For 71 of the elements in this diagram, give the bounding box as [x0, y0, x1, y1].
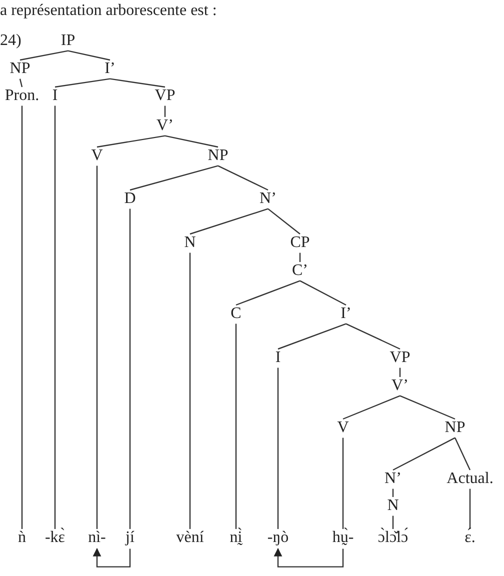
- morpheme-label: nì-: [88, 530, 106, 547]
- category-label: VP: [154, 88, 176, 105]
- tree-branch: [346, 323, 400, 350]
- tree-branch: [268, 208, 300, 234]
- category-label: N: [184, 235, 196, 252]
- morpheme-label: -kɛ̀: [44, 530, 66, 547]
- category-label: I: [52, 88, 58, 105]
- category-label: CP: [290, 235, 310, 252]
- category-label: C: [230, 306, 242, 323]
- category-label: IP: [60, 33, 76, 50]
- tree-branch: [299, 252, 301, 262]
- tree-branch: [130, 165, 218, 191]
- tree-branch: [164, 106, 166, 117]
- tree-branch: [236, 280, 300, 306]
- movement-arrow: [274, 548, 344, 568]
- intro-text: a représentation arborescente est :: [0, 3, 217, 19]
- tree-branch: [96, 166, 98, 529]
- category-label: I’: [104, 61, 116, 78]
- category-label: NP: [208, 148, 228, 165]
- tree-branch: [392, 488, 394, 497]
- tree-branch: [235, 324, 237, 529]
- category-label: V: [337, 420, 349, 437]
- tree-branch: [54, 78, 110, 88]
- category-label: VP: [390, 350, 410, 367]
- tree-branch: [129, 208, 131, 529]
- tree-branch: [300, 280, 346, 306]
- tree-branch: [277, 368, 279, 529]
- tree-branch: [54, 106, 56, 529]
- category-label: N’: [260, 191, 276, 208]
- tree-branch: [96, 135, 166, 148]
- tree-branch: [110, 78, 166, 88]
- category-label: D: [124, 191, 136, 208]
- category-label: C’: [292, 263, 308, 280]
- morpheme-label: nḭ̀: [230, 530, 242, 547]
- tree-branch: [400, 395, 456, 420]
- tree-branch: [218, 165, 268, 191]
- tree-branch: [190, 208, 268, 235]
- tree-branch: [278, 323, 346, 350]
- tree-branch: [21, 106, 23, 529]
- morpheme-label: ɔ̀lɔ̌lɔ́: [378, 530, 408, 547]
- category-label: V’: [156, 118, 174, 135]
- tree-branch: [342, 438, 344, 529]
- category-label: V’: [392, 378, 408, 395]
- category-label: NP: [444, 420, 466, 437]
- category-label: Pron.: [4, 88, 40, 105]
- morpheme-label: hṵ̀-: [332, 530, 354, 547]
- tree-branch: [392, 516, 394, 529]
- tree-branch: [189, 252, 191, 529]
- tree-branch: [164, 135, 218, 148]
- tree-branch: [399, 368, 401, 377]
- category-label: V: [91, 148, 103, 165]
- category-label: NP: [10, 61, 30, 78]
- morpheme-label: ɛ́.: [464, 530, 476, 547]
- category-label: Actual.: [446, 471, 494, 488]
- category-label: I’: [340, 306, 352, 323]
- morpheme-label: jí: [126, 530, 134, 547]
- tree-branch: [469, 488, 471, 529]
- tree-branch: [68, 50, 110, 61]
- tree-branch: [19, 78, 23, 88]
- morpheme-label: ǹ: [18, 530, 26, 547]
- tree-branch: [342, 395, 400, 420]
- movement-arrow: [92, 548, 131, 568]
- tree-branch: [454, 438, 471, 470]
- morpheme-label: -ŋò: [267, 530, 289, 547]
- tree-branch: [392, 437, 456, 471]
- category-label: I: [275, 350, 281, 367]
- tree-branch: [20, 50, 68, 61]
- morpheme-label: vèní: [176, 530, 204, 547]
- example-number: 24): [0, 33, 22, 49]
- category-label: N: [387, 498, 399, 515]
- category-label: N’: [384, 471, 402, 488]
